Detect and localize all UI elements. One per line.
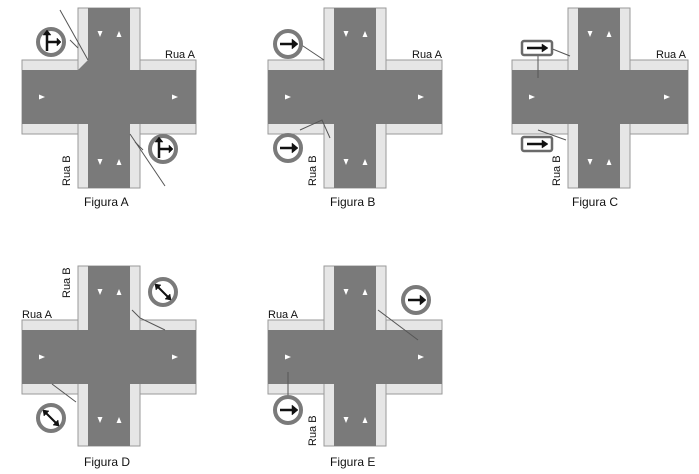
mandatory-right-arrow-icon — [273, 29, 303, 59]
street-a-label: Rua A — [412, 49, 443, 61]
street-b-label: Rua B — [551, 155, 563, 186]
street-a-label: Rua A — [22, 309, 53, 321]
one-way-right-icon — [520, 39, 554, 57]
caption-figura-b: Figura B — [330, 195, 375, 209]
street-a-label: Rua A — [165, 49, 196, 61]
mandatory-right-arrow-icon — [273, 395, 303, 425]
figure-e: Rua A Rua B Figura E — [267, 265, 443, 469]
one-way-right-icon — [520, 135, 554, 153]
street-a-label: Rua A — [268, 309, 299, 321]
caption-figura-a: Figura A — [84, 195, 129, 209]
mandatory-straight-or-right-icon — [36, 27, 66, 57]
caption-figura-e: Figura E — [330, 455, 375, 469]
caption-figura-c: Figura C — [572, 195, 618, 209]
mandatory-right-arrow-icon — [273, 133, 303, 163]
street-a-label: Rua A — [656, 49, 687, 61]
figure-c: Rua A Rua B Figura C — [511, 7, 689, 209]
street-b-label: Rua B — [307, 155, 319, 186]
two-way-traffic-icon — [148, 277, 178, 307]
two-way-traffic-icon — [36, 403, 66, 433]
street-b-label: Rua B — [61, 155, 73, 186]
street-b-label: Rua B — [61, 267, 73, 298]
figure-a: Rua A Rua B Figura A — [21, 7, 197, 209]
street-b-label: Rua B — [307, 415, 319, 446]
mandatory-straight-or-right-icon — [148, 134, 178, 164]
figure-d: Rua A Rua B Figura D — [21, 265, 197, 469]
caption-figura-d: Figura D — [84, 455, 130, 469]
mandatory-right-arrow-icon — [401, 285, 431, 315]
figure-b: Rua A Rua B Figura B — [267, 7, 443, 209]
